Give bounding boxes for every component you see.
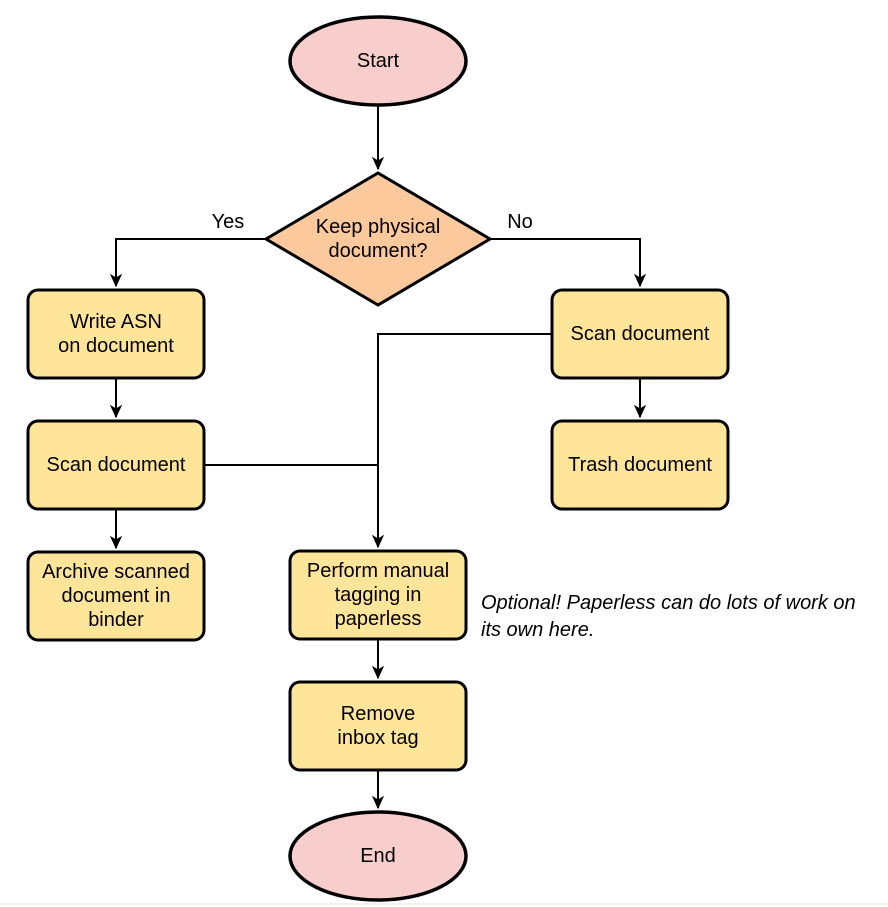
end-terminator-shape <box>288 810 468 902</box>
tagging-shape <box>288 549 468 641</box>
archive-shape <box>26 550 206 642</box>
bottom-edge-divider <box>0 903 888 905</box>
decision-diamond-shape <box>263 171 493 307</box>
edge-decision-yes-to-write-asn <box>116 238 266 286</box>
scan-left-shape <box>26 419 206 511</box>
trash-shape <box>550 419 730 511</box>
scan-right-shape <box>550 288 730 380</box>
edges <box>116 105 640 808</box>
remove-inbox-shape <box>288 680 468 772</box>
start-terminator-shape <box>288 15 468 107</box>
edge-decision-no-to-scan-right <box>490 238 640 286</box>
write-asn-shape <box>26 288 206 380</box>
optional-annotation-text: Optional! Paperless can do lots of work … <box>481 592 856 641</box>
edge-scan-right-to-tagging <box>378 333 551 547</box>
